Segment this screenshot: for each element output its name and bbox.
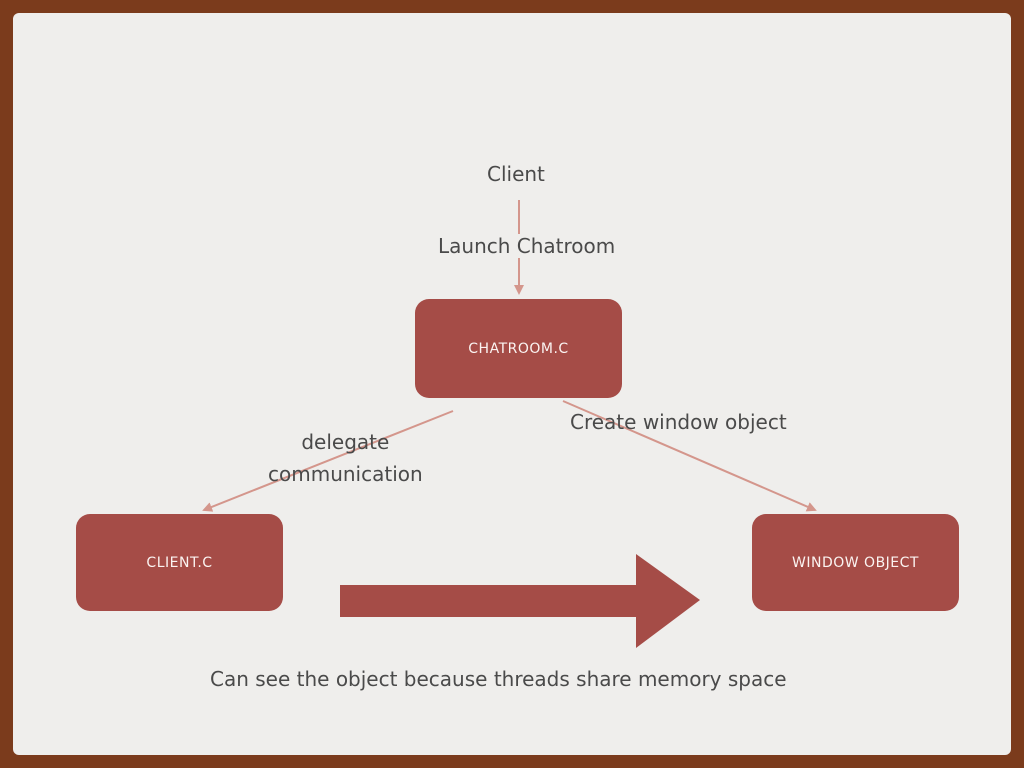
caption: Can see the object because threads share… (210, 667, 787, 691)
client-box: CLIENT.C (76, 514, 283, 611)
client-box-label: CLIENT.C (146, 554, 213, 571)
client-label: Client (487, 162, 545, 186)
window-object-box: WINDOW OBJECT (752, 514, 959, 611)
delegate-label-line2: communication (268, 462, 423, 486)
big-right-arrow (340, 554, 700, 648)
chatroom-box: CHATROOM.C (415, 299, 622, 398)
delegate-label-line1: delegate (301, 430, 390, 454)
delegate-arrow (202, 410, 454, 512)
delegate-label: delegate communication (268, 426, 423, 490)
chatroom-box-label: CHATROOM.C (468, 340, 569, 357)
create-arrow (562, 400, 817, 512)
launch-chatroom-label: Launch Chatroom (438, 234, 616, 258)
create-window-label: Create window object (570, 410, 787, 434)
window-object-box-label: WINDOW OBJECT (792, 554, 919, 571)
